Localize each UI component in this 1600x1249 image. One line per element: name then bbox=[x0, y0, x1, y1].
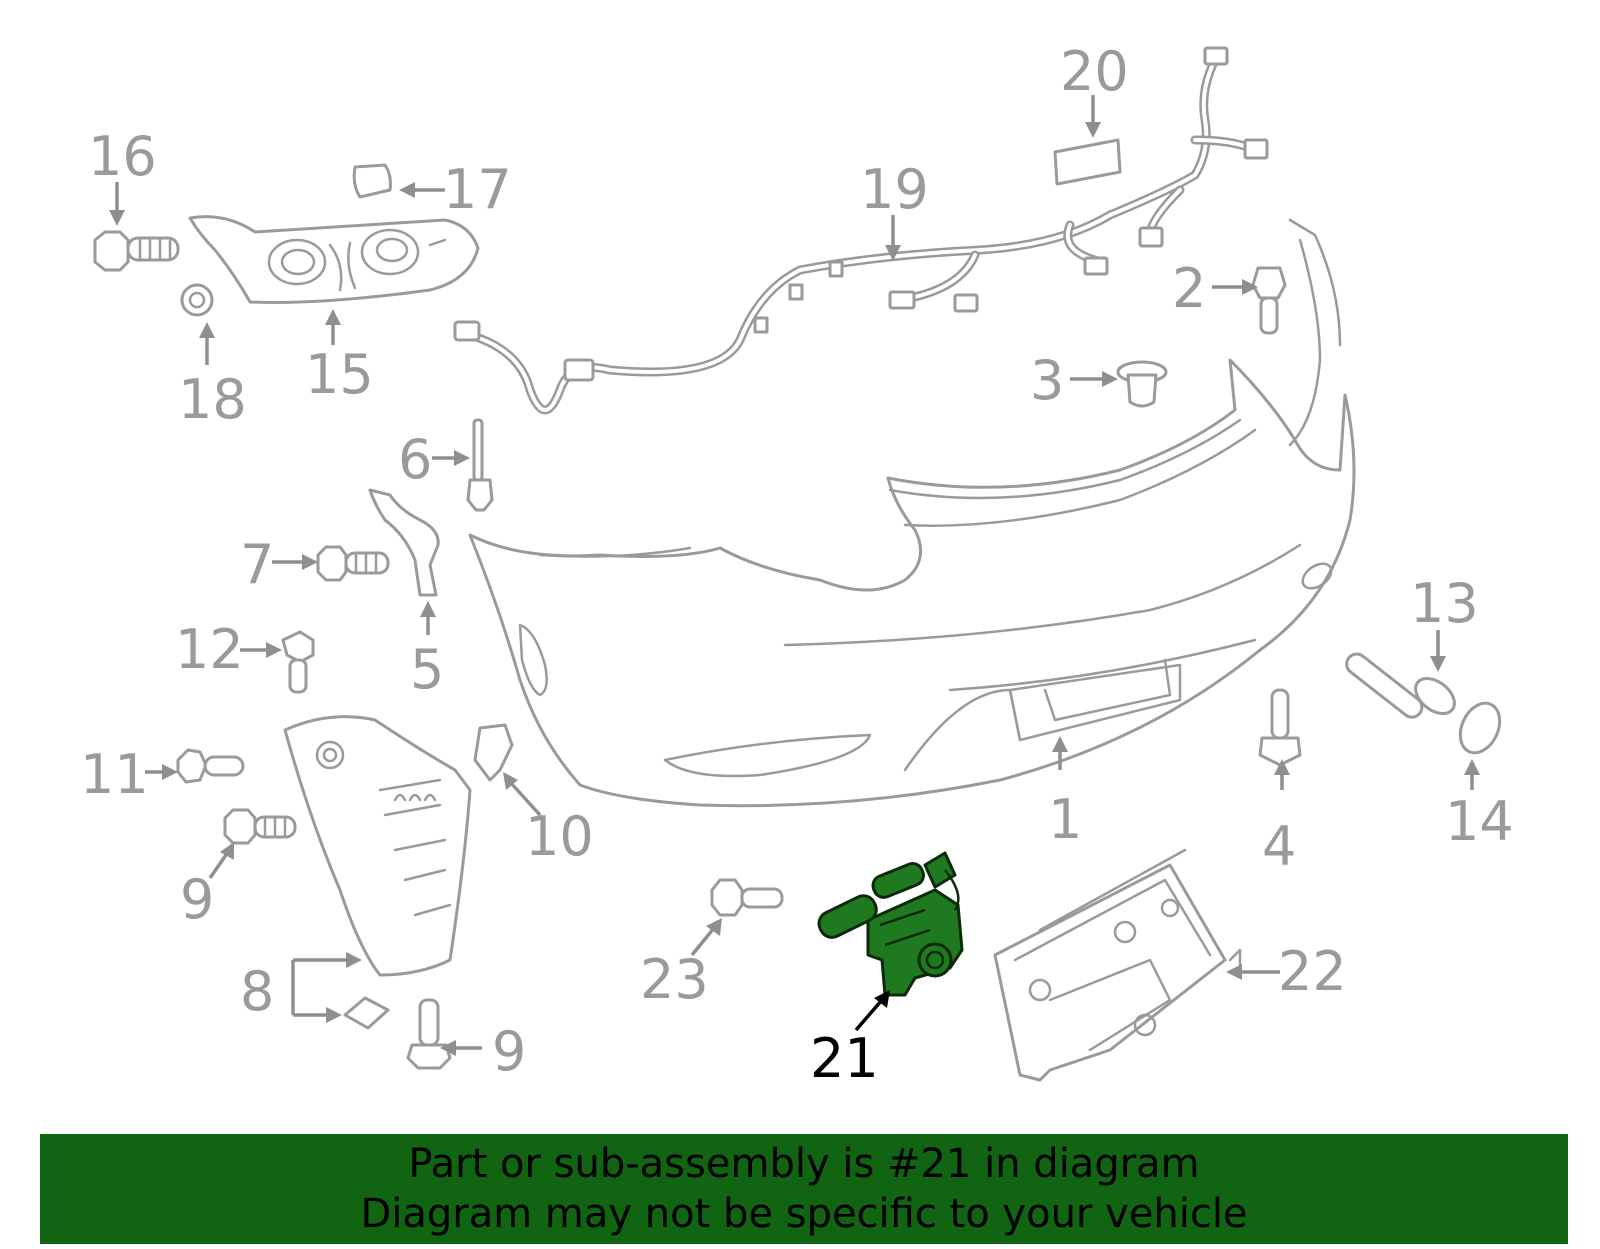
clip-8-part bbox=[343, 996, 390, 1030]
info-banner: Part or sub-assembly is #21 in diagram D… bbox=[40, 1134, 1568, 1244]
screw-4-part bbox=[1258, 688, 1302, 767]
callout-20: 20 bbox=[1060, 40, 1129, 103]
label-part bbox=[1053, 138, 1122, 186]
bolt-9-lower-part bbox=[406, 998, 452, 1070]
callout-4: 4 bbox=[1262, 815, 1296, 878]
bolt-11-part bbox=[176, 748, 245, 784]
bolt-16-part bbox=[93, 230, 180, 272]
callout-labels: 1 2 3 4 5 6 7 8 9 9 10 11 12 13 14 15 16… bbox=[80, 40, 1514, 1090]
callout-8: 8 bbox=[240, 960, 274, 1023]
bolt-2-part bbox=[1251, 266, 1287, 335]
grommet-3-part bbox=[1116, 360, 1168, 408]
wiring-harness-part bbox=[453, 46, 1269, 415]
callout-19: 19 bbox=[860, 158, 929, 221]
housing-22-part bbox=[993, 848, 1242, 1082]
sensor-assembly-21-part bbox=[817, 851, 964, 997]
parts-diagram: 1 2 3 4 5 6 7 8 9 9 10 11 12 13 14 15 16… bbox=[80, 40, 1514, 1090]
bolt-12-part bbox=[281, 630, 315, 694]
pin-6-part bbox=[466, 418, 494, 512]
callout-15: 15 bbox=[305, 343, 374, 406]
callout-18: 18 bbox=[178, 368, 247, 431]
callout-9-upper: 9 bbox=[180, 868, 214, 931]
callout-16: 16 bbox=[88, 125, 157, 188]
bracket-10-part bbox=[473, 723, 514, 782]
nut-18-part bbox=[180, 283, 214, 317]
callout-23: 23 bbox=[640, 948, 709, 1011]
callout-3: 3 bbox=[1030, 349, 1064, 412]
screw-23-part bbox=[710, 878, 784, 917]
callout-12: 12 bbox=[175, 618, 244, 681]
callout-9-lower: 9 bbox=[492, 1020, 526, 1083]
callout-11: 11 bbox=[80, 743, 149, 806]
callout-5: 5 bbox=[410, 638, 444, 701]
reflector-lamp-part bbox=[188, 215, 480, 304]
bumper-cover-part bbox=[468, 218, 1356, 808]
callout-7: 7 bbox=[240, 533, 274, 596]
banner-line-2: Diagram may not be specific to your vehi… bbox=[360, 1191, 1248, 1237]
callout-14: 14 bbox=[1445, 790, 1514, 853]
clip-17-part bbox=[352, 163, 392, 199]
callout-6: 6 bbox=[398, 428, 432, 491]
callout-arrows bbox=[109, 95, 1480, 1056]
tow-hook-13-part bbox=[1345, 652, 1456, 719]
bolt-7-part bbox=[316, 545, 390, 582]
callout-17: 17 bbox=[443, 158, 512, 221]
callout-1: 1 bbox=[1048, 788, 1082, 851]
side-bracket-8-part bbox=[283, 715, 472, 977]
cap-14-part bbox=[1458, 701, 1502, 755]
banner-line-1: Part or sub-assembly is #21 in diagram bbox=[408, 1141, 1200, 1187]
callout-2: 2 bbox=[1172, 257, 1206, 320]
callout-21: 21 bbox=[810, 1027, 879, 1090]
callout-13: 13 bbox=[1410, 572, 1479, 635]
callout-22: 22 bbox=[1278, 940, 1347, 1003]
callout-10: 10 bbox=[525, 805, 594, 868]
bolt-9-upper-part bbox=[223, 808, 297, 845]
bracket-5-part bbox=[368, 488, 440, 597]
